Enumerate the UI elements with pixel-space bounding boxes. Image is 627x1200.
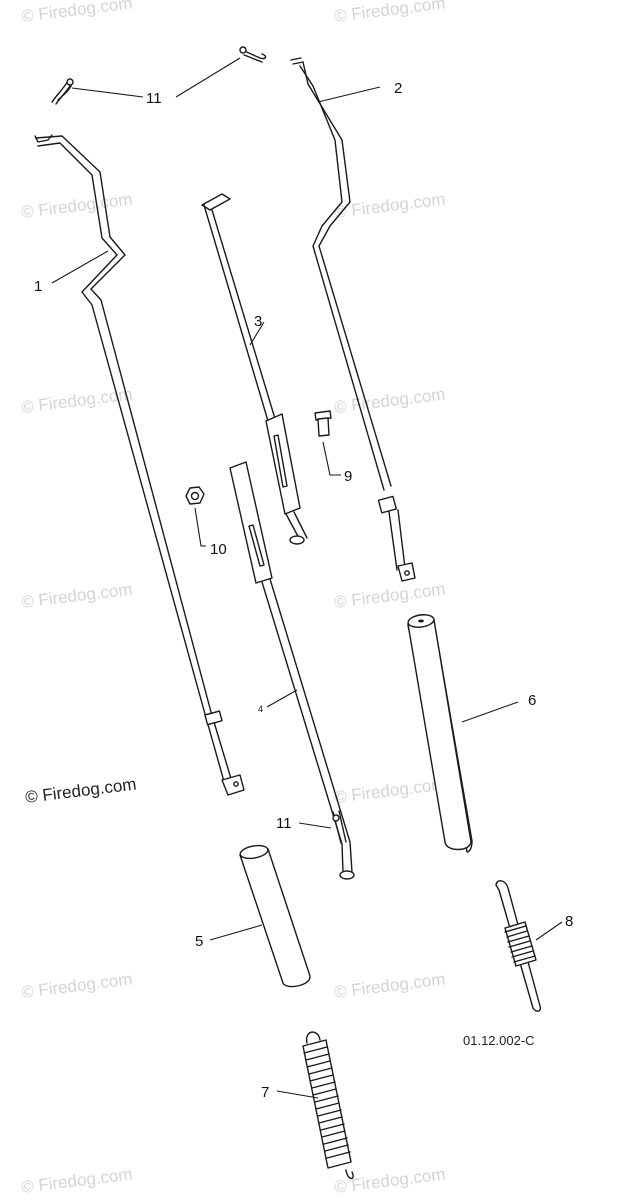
leader-10 xyxy=(194,507,206,547)
watermark: © Firedog.com xyxy=(333,774,446,806)
bolt-part-9 xyxy=(314,410,332,437)
callout-5: 5 xyxy=(195,933,203,950)
callout-4: 4 xyxy=(258,704,263,714)
leader-1 xyxy=(51,250,109,284)
spring-part-8 xyxy=(495,880,542,1012)
leader-5 xyxy=(209,924,263,941)
callout-11-mid: 11 xyxy=(276,815,292,832)
watermark: © Firedog.com xyxy=(333,0,446,26)
grip-tube-part-5 xyxy=(239,844,311,988)
watermark: © Firedog.com xyxy=(20,189,133,221)
copyright-label: © Firedog.com xyxy=(24,774,137,806)
hairpin-clip-left xyxy=(51,78,74,105)
leader-11-mid xyxy=(298,822,332,829)
watermark: © Firedog.com xyxy=(20,1164,133,1196)
watermark: © Firedog.com xyxy=(20,0,133,26)
watermark: © Firedog.com xyxy=(333,579,446,611)
leader-7 xyxy=(276,1090,319,1099)
watermark: © Firedog.com xyxy=(333,969,446,1001)
callout-9: 9 xyxy=(344,468,352,485)
callout-6: 6 xyxy=(528,692,536,709)
watermark: © Firedog.com xyxy=(333,1164,446,1196)
watermark: © Firedog.com xyxy=(20,384,133,416)
leader-4 xyxy=(266,689,298,708)
rod-part-4 xyxy=(229,461,355,880)
leader-11-top-right xyxy=(175,57,241,98)
callout-8: 8 xyxy=(565,913,573,930)
hairpin-clip-right xyxy=(239,46,267,63)
watermark: © Firedog.com xyxy=(333,384,446,416)
spring-part-7 xyxy=(302,1031,354,1180)
callout-11-top: 11 xyxy=(146,90,162,107)
callout-2: 2 xyxy=(394,80,402,97)
callout-10: 10 xyxy=(210,541,227,558)
callout-3: 3 xyxy=(254,313,262,330)
leader-9 xyxy=(322,441,341,476)
leader-8 xyxy=(535,921,563,941)
callout-1: 1 xyxy=(34,278,42,295)
rod-part-2 xyxy=(290,57,416,582)
rod-part-1 xyxy=(34,134,245,796)
leader-6 xyxy=(461,701,519,723)
leader-11-top-left xyxy=(71,87,144,98)
hairpin-clip-middle xyxy=(332,810,347,844)
leader-3 xyxy=(249,321,265,346)
watermark: © Firedog.com xyxy=(20,969,133,1001)
nut-part-10 xyxy=(185,486,205,505)
leader-2 xyxy=(317,86,381,103)
drawing-number: 01.12.002-C xyxy=(463,1033,535,1048)
callout-7: 7 xyxy=(261,1084,269,1101)
rod-part-3 xyxy=(201,193,308,545)
watermark: © Firedog.com xyxy=(20,579,133,611)
grip-tube-part-6 xyxy=(407,614,473,853)
watermark: © Firedog.com xyxy=(333,189,446,221)
watermark-layer: © Firedog.com © Firedog.com © Firedog.co… xyxy=(20,0,446,1197)
